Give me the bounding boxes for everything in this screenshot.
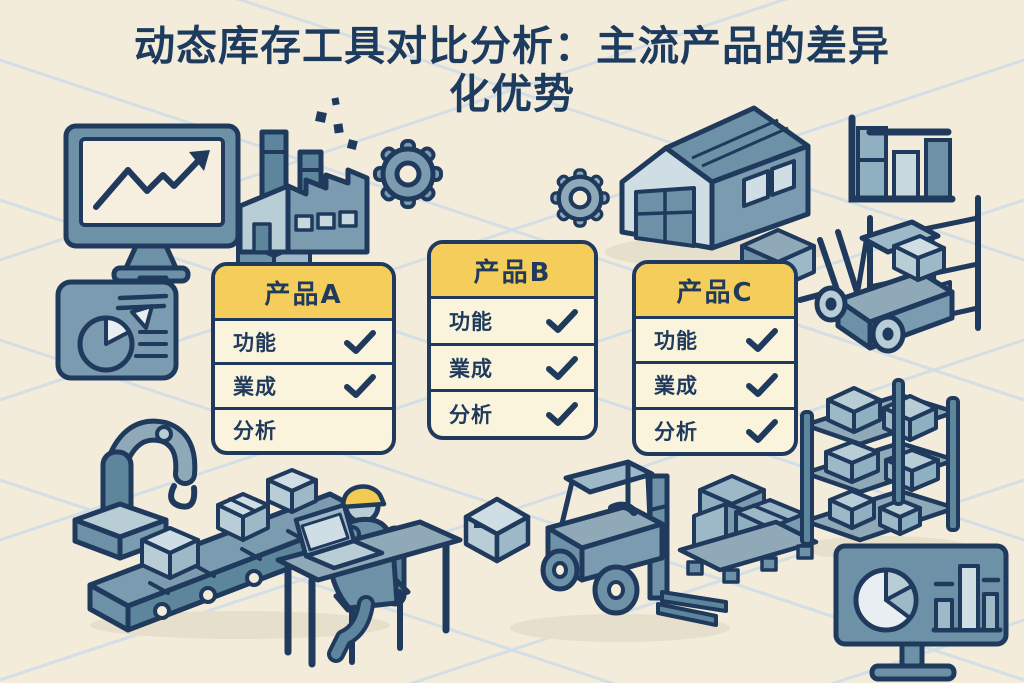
gear-icon [550, 168, 610, 228]
title-line-1: 动态库存工具对比分析：主流产品的差异 [134, 22, 890, 70]
check-icon [546, 308, 578, 333]
feature-label: 業成 [654, 374, 698, 399]
check-icon [344, 373, 376, 398]
product-card-a: 产品A 功能 業成 分析 [211, 262, 396, 455]
check-icon [746, 373, 778, 398]
feature-row: 分析 [431, 389, 594, 436]
check-icon [746, 418, 778, 443]
check-icon [746, 328, 778, 353]
bar-chart-icon [848, 114, 956, 203]
gear-icon [373, 139, 443, 209]
dashboard-monitor-icon [833, 543, 1009, 682]
title-line-2: 化优势 [449, 70, 575, 119]
product-card-c-title: 产品C [636, 264, 794, 316]
feature-label: 功能 [654, 329, 698, 354]
feature-row: 功能 [431, 296, 594, 343]
feature-row: 分析 [215, 406, 392, 451]
feature-label: 功能 [449, 309, 493, 334]
forklift-icon [540, 459, 728, 627]
shelf-rack-icon [800, 378, 960, 546]
feature-row: 功能 [636, 316, 794, 361]
feature-label: 分析 [449, 403, 493, 428]
page-title: 动态库存工具对比分析：主流产品的差异 化优势 [0, 22, 1024, 119]
factory-icon [237, 97, 370, 255]
feature-label: 分析 [233, 419, 277, 444]
forklift-rack-icon [797, 195, 981, 354]
box-icon [463, 496, 531, 564]
pallet-boxes-icon [677, 474, 819, 584]
product-card-c: 产品C 功能 業成 分析 [632, 260, 798, 456]
check-icon [546, 355, 578, 380]
feature-row: 分析 [636, 406, 794, 452]
worker-at-laptop [275, 484, 463, 668]
product-card-b: 产品B 功能 業成 分析 [427, 240, 598, 440]
warehouse-icon [619, 105, 811, 251]
report-document-icon [55, 275, 179, 381]
product-card-a-title: 产品A [215, 266, 392, 318]
feature-row: 業成 [636, 361, 794, 406]
feature-row: 功能 [215, 318, 392, 362]
check-icon [344, 329, 376, 354]
feature-label: 功能 [233, 330, 277, 355]
feature-row: 業成 [431, 342, 594, 390]
feature-row: 業成 [215, 362, 392, 406]
check-icon [546, 402, 578, 427]
feature-label: 業成 [449, 356, 493, 381]
monitor-line-chart-icon [63, 123, 241, 284]
feature-label: 業成 [233, 374, 277, 399]
product-card-b-title: 产品B [431, 244, 594, 296]
feature-label: 分析 [654, 419, 698, 444]
